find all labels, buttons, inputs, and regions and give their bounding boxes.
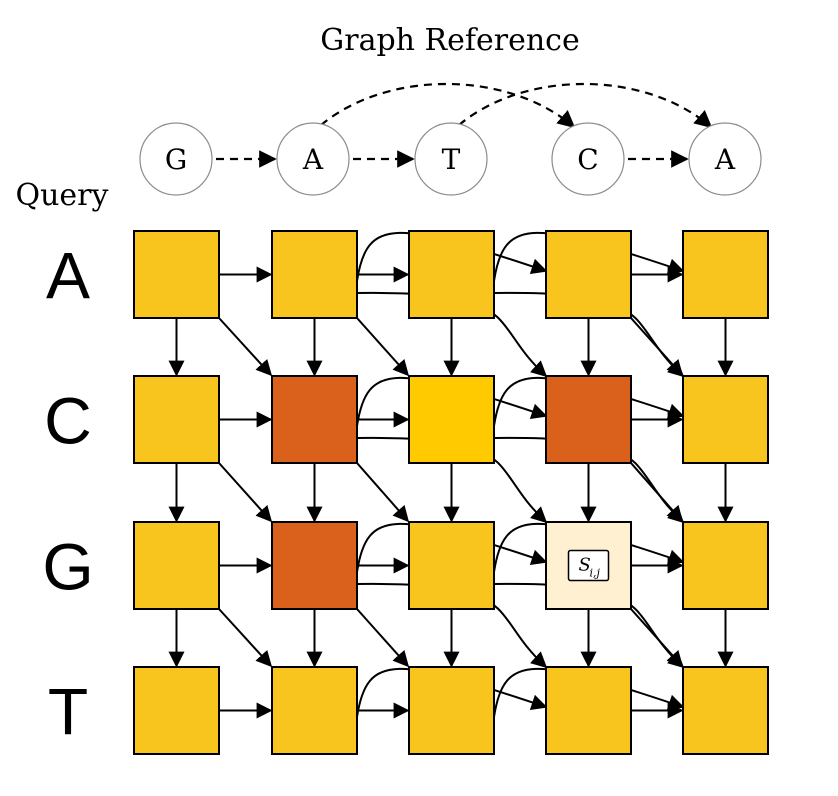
dp-cell (271, 230, 358, 319)
graph-edges (216, 82, 713, 168)
dp-cell (133, 666, 220, 755)
dp-cell-rect (271, 375, 358, 464)
dp-edge-skip (493, 667, 685, 718)
dp-cell (271, 521, 358, 610)
graph-node-label: A (714, 143, 736, 176)
dp-cell-rect (271, 666, 358, 755)
dp-cell-rect (408, 230, 495, 319)
cell-score-box (567, 549, 610, 582)
dp-cell (408, 666, 495, 755)
dp-cell (408, 521, 495, 610)
dp-edge-diagonal (218, 317, 273, 377)
graph-node-label: G (165, 143, 187, 176)
dp-edge-skip (356, 231, 548, 282)
dp-cell (271, 666, 358, 755)
dp-cell-rect (545, 375, 632, 464)
dp-edge-skip (493, 522, 685, 573)
graph-node-label: C (577, 143, 598, 176)
dp-cell-rect (271, 230, 358, 319)
dp-edge-skip (493, 376, 685, 427)
dp-edge-skip (356, 376, 548, 427)
dp-cell-rect (133, 230, 220, 319)
dp-edge-diagonal (630, 462, 684, 523)
query-letter: C (44, 384, 92, 458)
dp-cell-rect (408, 666, 495, 755)
dp-cell-rect (682, 521, 769, 610)
cell-score-label: Si,j (567, 549, 610, 582)
dp-edge-skip (356, 667, 548, 718)
dp-cell-rect (682, 375, 769, 464)
dp-cell (271, 375, 358, 464)
graph-reference-title: Graph Reference (320, 23, 579, 58)
dp-edge-diagonal (630, 608, 684, 668)
graph-node-circle (139, 122, 213, 196)
graph-node-circle (276, 122, 350, 196)
graph-node: C (551, 122, 625, 196)
query-letter: G (42, 530, 93, 604)
dp-edge-diagonal (218, 462, 273, 523)
dp-cell-rect (545, 666, 632, 755)
dp-cell-rect (133, 666, 220, 755)
dp-cell (682, 230, 769, 319)
dp-cell (682, 375, 769, 464)
dp-cell (133, 375, 220, 464)
dp-edge-diagonal (630, 317, 684, 377)
dp-cell-rect (408, 375, 495, 464)
dp-cell (408, 230, 495, 319)
dp-cell (133, 521, 220, 610)
graph-node-circle (688, 122, 762, 196)
graph-node: T (414, 122, 488, 196)
graph-node-label: T (442, 143, 461, 176)
dp-cell-rect (682, 230, 769, 319)
graph-edge (458, 82, 713, 129)
dp-cell-rect (408, 521, 495, 610)
dp-cells: Si,j (133, 230, 769, 755)
dp-edge-diagonal (356, 317, 410, 377)
dp-edge-skip (493, 231, 685, 282)
cell-score-subscript: i,j (590, 567, 601, 580)
dp-edge-diagonal (218, 608, 273, 668)
dp-cell (133, 230, 220, 319)
cell-score-text: S (579, 555, 591, 576)
graph-node: G (139, 122, 213, 196)
dp-edge-diagonal (356, 608, 410, 668)
graph-node: A (276, 122, 350, 196)
dp-cell-rect (133, 375, 220, 464)
dp-cell-rect (682, 666, 769, 755)
dp-cell (408, 375, 495, 464)
dp-cell (682, 666, 769, 755)
query-letter: T (48, 675, 88, 749)
graph-node-circle (551, 122, 625, 196)
query-label: Query (16, 178, 109, 213)
dp-cell-rect (133, 521, 220, 610)
dp-cell (545, 375, 632, 464)
graph-edge (320, 82, 576, 129)
dp-cell-rect (271, 521, 358, 610)
dp-cell (545, 666, 632, 755)
dp-edge-diagonal (356, 462, 410, 523)
graph-node-label: A (302, 143, 324, 176)
dp-cell-rect (545, 230, 632, 319)
graph-node: A (688, 122, 762, 196)
dp-cell (682, 521, 769, 610)
graph-node-circle (414, 122, 488, 196)
dp-edge-skip (356, 522, 548, 573)
dp-cell (545, 230, 632, 319)
query-letter: A (46, 239, 90, 313)
